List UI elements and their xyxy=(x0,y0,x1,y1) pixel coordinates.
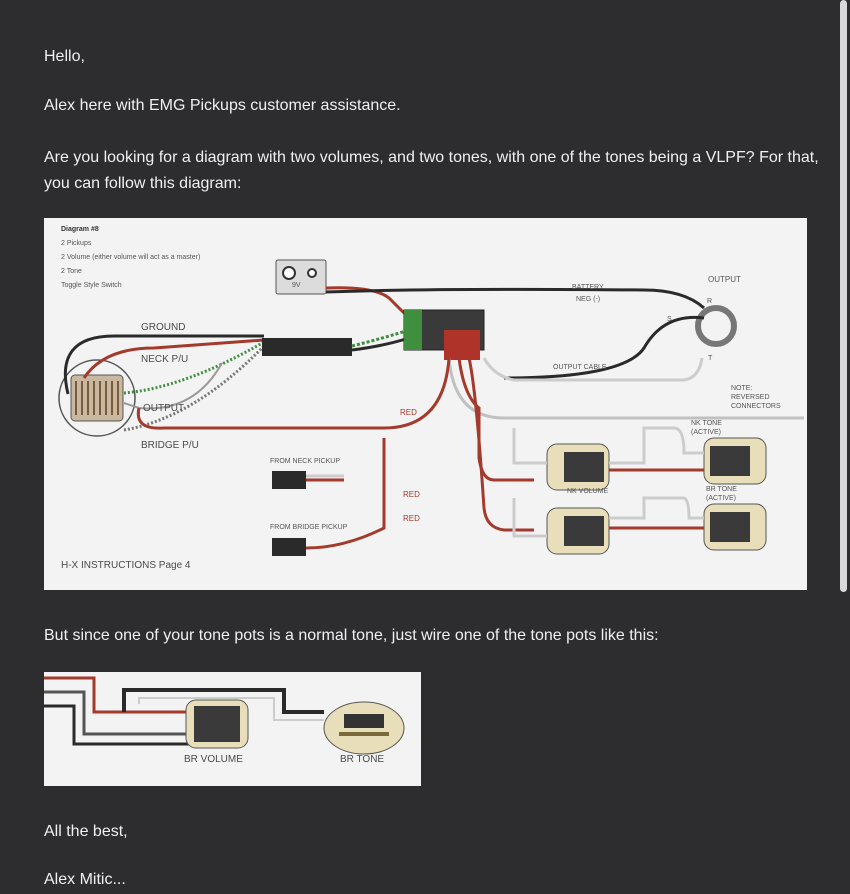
jack-s-label: S xyxy=(667,316,672,323)
pickup-body xyxy=(70,374,124,422)
output-label: OUTPUT xyxy=(708,275,741,284)
page-footer-label: H-X INSTRUCTIONS Page 4 xyxy=(61,560,191,571)
tone-diagram-drawing xyxy=(44,676,405,755)
red-label-1: RED xyxy=(400,408,417,417)
from-bridge-label: FROM BRIDGE PICKUP xyxy=(270,524,348,531)
scrollbar-thumb[interactable] xyxy=(840,0,847,592)
followup-text: But since one of your tone pots is a nor… xyxy=(44,627,659,644)
signature-text: Alex Mitic... xyxy=(44,871,126,888)
bridge-input-connector xyxy=(272,538,306,556)
note-label: NOTE: xyxy=(731,385,753,392)
note-reversed: REVERSED xyxy=(731,394,770,401)
bridge-pu-label: BRIDGE P/U xyxy=(141,440,199,451)
nk-tone-label: NK TONE xyxy=(691,420,722,427)
neck-red-wire xyxy=(82,338,265,379)
battery-neg-label: NEG (-) xyxy=(576,296,601,303)
battery-voltage-label: 9V xyxy=(292,282,301,289)
intro-text: Alex here with EMG Pickups customer assi… xyxy=(44,97,401,114)
ground-label: GROUND xyxy=(141,322,186,333)
neck-green-wire xyxy=(123,340,265,395)
spec-2: 2 Volume (either volume will act as a ma… xyxy=(61,254,201,261)
spec-1: 2 Pickups xyxy=(61,240,92,247)
br-tone-active: (ACTIVE) xyxy=(706,495,736,502)
wiring-diagram-tone: BR VOLUME BR TONE xyxy=(44,672,421,786)
from-neck-label: FROM NECK PICKUP xyxy=(270,458,341,465)
spec-3: 2 Tone xyxy=(61,268,82,275)
battery-label: BATTERY xyxy=(572,284,604,291)
wiring-diagram-drawing xyxy=(58,259,804,556)
output-jack xyxy=(695,305,737,347)
cable-bundle xyxy=(262,338,352,356)
pickup-outline xyxy=(58,359,136,437)
question-text-line2: you can follow this diagram: xyxy=(44,175,242,192)
output-wire xyxy=(123,362,223,410)
neck-pu-label: NECK P/U xyxy=(141,354,189,365)
br-tone-label: BR TONE xyxy=(706,486,737,493)
output-wire-label: OUTPUT xyxy=(143,403,185,414)
closing-text: All the best, xyxy=(44,823,128,840)
neck-input-connector xyxy=(272,471,306,489)
diagram-title: Diagram #8 xyxy=(61,226,99,233)
spec-4: Toggle Style Switch xyxy=(61,282,122,289)
br-volume-label: BR VOLUME xyxy=(184,754,243,765)
wiring-diagram-full: Diagram #8 2 Pickups 2 Volume (either vo… xyxy=(44,218,807,590)
jack-t-label: T xyxy=(708,355,713,362)
nk-tone-active: (ACTIVE) xyxy=(691,429,721,436)
output-cable-label: OUTPUT CABLE xyxy=(553,364,607,371)
br-tone-label-small: BR TONE xyxy=(340,754,385,765)
jack-r-label: R xyxy=(707,298,713,305)
greeting-text: Hello, xyxy=(44,48,85,65)
bridge-ground-wire xyxy=(123,344,266,432)
red-label-3: RED xyxy=(403,514,420,523)
note-connectors: CONNECTORS xyxy=(731,403,781,410)
red-label-2: RED xyxy=(403,490,420,499)
ground-wire xyxy=(63,334,264,395)
question-text-line1: Are you looking for a diagram with two v… xyxy=(44,149,819,166)
nk-volume-label: NK VOLUME xyxy=(567,488,609,495)
